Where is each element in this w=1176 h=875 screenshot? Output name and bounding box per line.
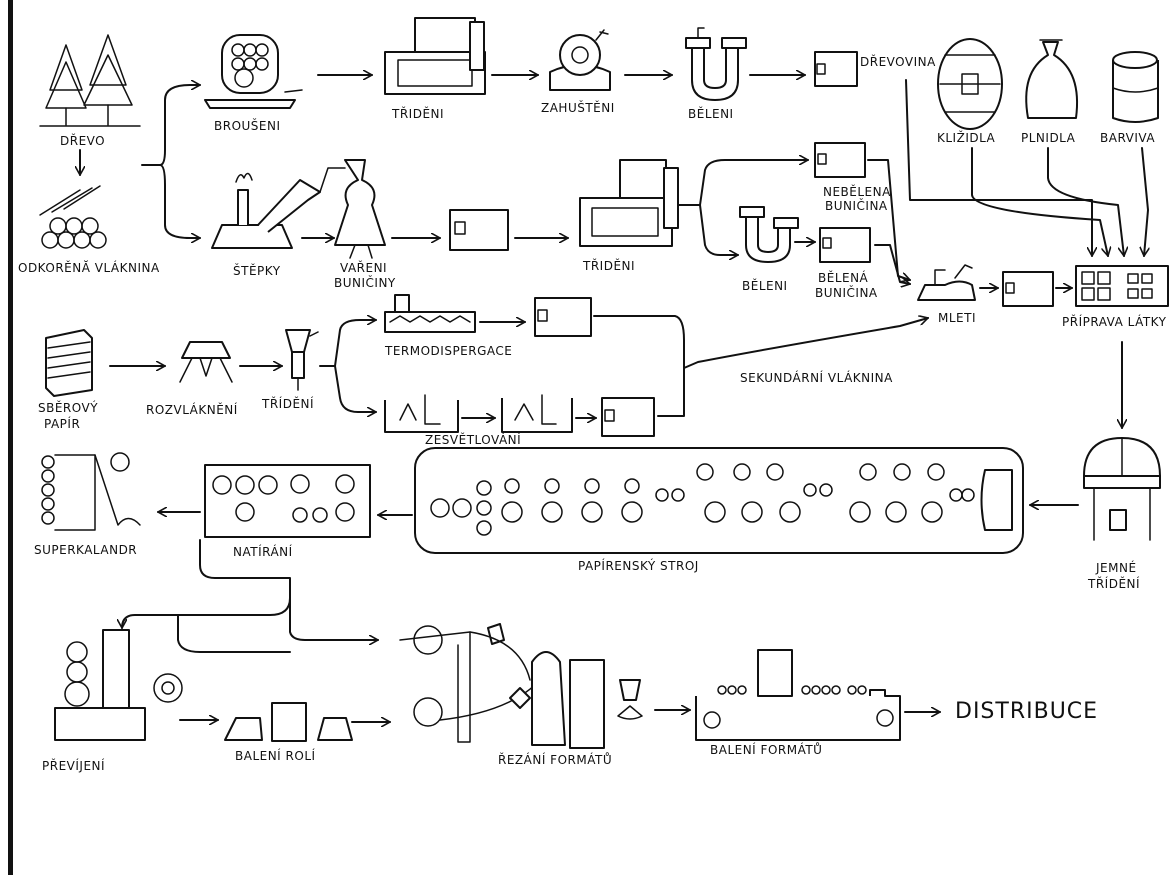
screen-machine-icon-2 (579, 159, 679, 247)
label-vareni-1: VAŘENI (340, 260, 387, 275)
pulper-icon (179, 341, 233, 383)
label-sekundarni: SEKUNDÁRNÍ VLÁKNINA (740, 370, 893, 385)
pulp-bale-icon-6 (534, 297, 592, 337)
screen-cone-icon (285, 329, 319, 391)
supercalender-icon (41, 452, 141, 531)
label-baleni-formatu: BALENÍ FORMÁTŮ (710, 742, 822, 757)
label-distribuce: DISTRIBUCE (955, 699, 1098, 724)
grinder-icon (204, 34, 303, 109)
label-rezani: ŘEZÁNÍ FORMÁTŮ (498, 752, 612, 767)
label-stepky: ŠTĚPKY (233, 263, 281, 278)
margin-bar (8, 0, 13, 875)
flotation-cell-icon-2 (501, 394, 573, 433)
barrel-icon (937, 38, 1003, 130)
label-sberovy-1: SBĚROVÝ (38, 400, 98, 415)
arrow-belena-mleti (874, 244, 910, 284)
arrow-natirani-previjeni (122, 539, 291, 628)
flotation-cell-icon-1 (384, 394, 459, 433)
sheeter-icon (399, 623, 643, 749)
arrow-to-zesvetlovani (334, 365, 377, 412)
label-trideni3: TŘÍDĚNÍ (261, 396, 314, 411)
label-belena-2: BUNIČINA (815, 285, 878, 300)
label-zesvetlovani: ZESVĚTLOVÁNÍ (425, 432, 521, 447)
label-plnidla: PLNIDLA (1021, 131, 1076, 145)
label-superkalandr: SUPERKALANDR (34, 543, 137, 557)
pulp-bale-icon-2 (449, 209, 509, 251)
label-jemne-1: JEMNÉ (1095, 560, 1137, 575)
digester-icon (211, 167, 346, 249)
cooking-vessel-icon (334, 159, 386, 259)
label-baleni-roli: BALENÍ ROLÍ (235, 748, 316, 763)
label-papirensky: PAPÍRENSKÝ STROJ (578, 558, 699, 573)
label-zahusteni: ZAHUŠTĚNI (541, 100, 615, 115)
arrow-klizidla-priprava (971, 147, 1108, 256)
branch-to-stepky (159, 164, 201, 238)
label-previjeni: PŘEVÍJENÍ (42, 758, 105, 773)
rewinder-icon (54, 629, 183, 741)
pulp-bale-icon-4 (819, 227, 871, 263)
pulp-bale-icon-7 (601, 397, 655, 437)
coater-icon (204, 464, 371, 538)
arrow-nebelena-mleti (867, 159, 910, 280)
disperger-icon (384, 294, 476, 333)
thickener-icon (549, 29, 611, 91)
sack-icon (1025, 39, 1078, 119)
label-rozvlakneni: ROZVLÁKNĚNÍ (146, 402, 238, 417)
label-beleni2: BĚLENI (742, 278, 788, 293)
label-vareni-2: BUNIČINY (334, 275, 396, 290)
label-termodispergace: TERMODISPERGACE (384, 344, 512, 358)
connector-line (177, 614, 291, 653)
trees-icon (39, 34, 141, 127)
label-trideni1: TŘIDĚNI (391, 106, 444, 121)
label-jemne-2: TŘÍDĚNÍ (1087, 576, 1140, 591)
label-nebelena-1: NEBĚLENA (823, 184, 891, 199)
fine-screen-icon (1083, 437, 1161, 541)
roll-wrapper-icon (224, 702, 353, 742)
label-barviva: BARVIVA (1100, 131, 1155, 145)
bleach-tower-icon-2 (739, 206, 799, 263)
bleach-tower-icon-1 (685, 27, 747, 101)
refiner-icon (917, 264, 976, 301)
arrow-plnidla-priprava (1047, 147, 1124, 256)
label-beleni1: BĚLENI (688, 106, 734, 121)
arrow-to-termo (319, 320, 377, 367)
pulp-bale-icon-1 (814, 51, 858, 87)
stock-prep-icon (1075, 265, 1169, 307)
label-odkorena: ODKORĚNĂ VLÁKNINA (18, 260, 160, 275)
label-trideni2: TŘIDĚNI (582, 258, 635, 273)
pulp-bale-icon-5 (1002, 271, 1054, 307)
arrow-natirani-rezani (289, 597, 379, 640)
label-sberovy-2: PAPÍR (44, 416, 80, 431)
drum-icon (1112, 51, 1159, 123)
label-drevovina: DŘEVOVINA (860, 54, 936, 69)
pulp-bale-icon-3 (814, 142, 866, 178)
waste-paper-icon (45, 329, 93, 397)
screen-machine-icon-1 (384, 17, 486, 95)
paper-machine-icon (414, 447, 1024, 554)
label-nebelena-2: BUNIČINA (825, 198, 888, 213)
label-drevo: DŘEVO (60, 133, 105, 148)
sheet-packer-icon (695, 649, 901, 741)
label-natirani: NATÍRÁNÍ (233, 544, 293, 559)
label-belena-1: BĚLENÁ (818, 270, 869, 285)
arrow-sekundarni-mleti (593, 316, 928, 417)
arrow-barviva-priprava (1142, 147, 1148, 256)
label-klizidla: KLIŽIDLA (937, 130, 996, 145)
arrow-to-beleni2 (699, 204, 739, 255)
arrow-drevovina-priprava (905, 79, 1092, 257)
branch-to-brouseni (141, 85, 201, 166)
label-brouseni: BROUŠENI (214, 118, 281, 133)
logs-icon (39, 185, 107, 249)
label-priprava: PŘÍPRAVA LÁTKY (1062, 314, 1167, 329)
arrow-to-nebelena (677, 160, 809, 206)
label-mleti: MLETI (938, 311, 976, 325)
